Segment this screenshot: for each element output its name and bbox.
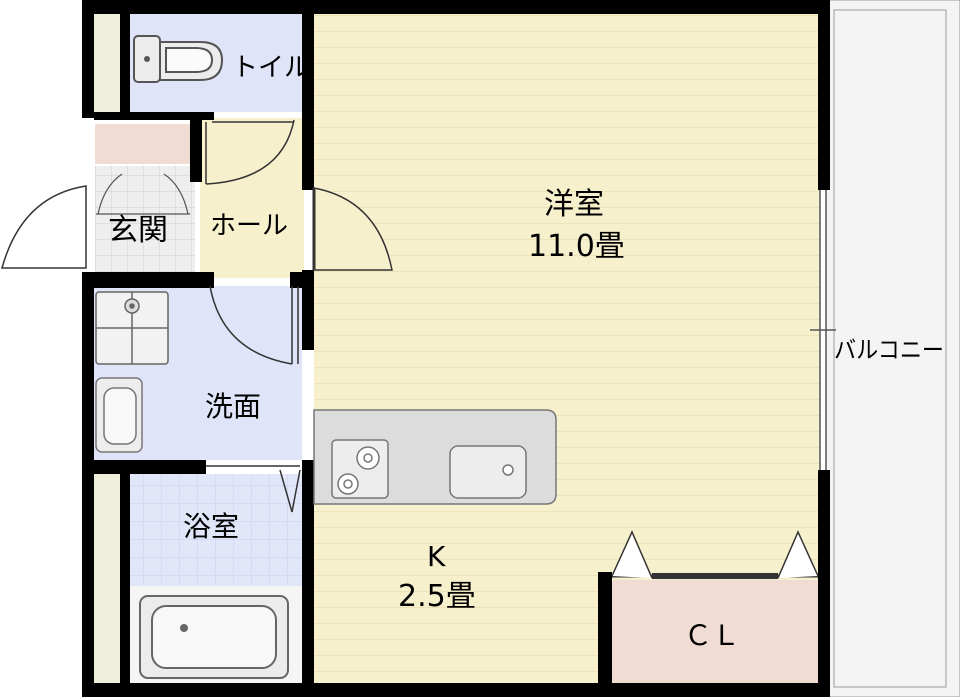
closet-floor: [612, 580, 818, 694]
walls: [82, 0, 830, 697]
bathroom-label: 浴室: [183, 510, 239, 543]
toilet-door: [205, 119, 295, 185]
entrance-floor: [95, 166, 195, 276]
kitchen-label: K: [427, 540, 446, 573]
western-room-size: 11.0畳: [528, 229, 625, 264]
entrance-door: [1, 185, 87, 269]
wash-basin: [95, 377, 143, 453]
toilet-fixture: [133, 35, 224, 83]
entrance-step: [95, 124, 193, 164]
kitchen-sink: [449, 445, 527, 499]
closet-label: ＣＬ: [684, 619, 740, 652]
hall-label: ホール: [210, 211, 288, 241]
balcony-sliding-door: [810, 190, 836, 470]
closet-doors: [611, 530, 819, 579]
washroom-label: 洗面: [205, 390, 261, 423]
washing-machine: [95, 291, 169, 365]
bathroom-door: [206, 465, 301, 513]
balcony: [825, 0, 960, 697]
western-room-label: 洋室: [544, 187, 604, 222]
bathroom-floor: [130, 474, 302, 586]
hall-floor: [200, 118, 304, 278]
bathtub: [139, 595, 289, 679]
kitchen-size: 2.5畳: [398, 579, 476, 614]
washroom-door: [209, 285, 299, 365]
side-strip-top: [92, 14, 120, 112]
side-strip-bottom: [92, 474, 120, 694]
toilet-label: トイル: [232, 53, 310, 83]
kitchen-counter: [313, 409, 557, 505]
entrance-label: 玄関: [108, 213, 168, 248]
western-room-door: [312, 187, 393, 271]
balcony-label: バルコニー: [834, 336, 944, 364]
shoe-cabinet: [96, 173, 190, 215]
